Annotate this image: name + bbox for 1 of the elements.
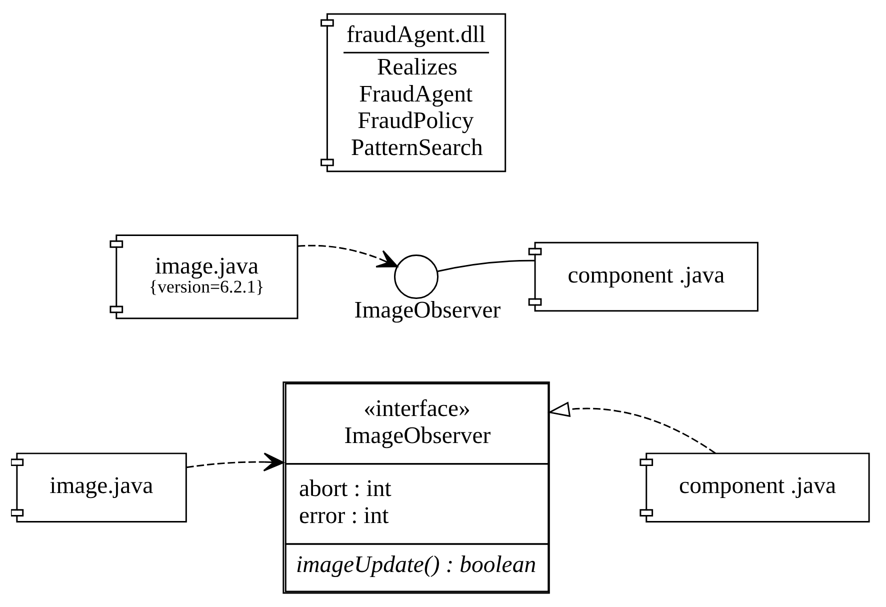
node-label: ImageObserver <box>354 297 501 324</box>
